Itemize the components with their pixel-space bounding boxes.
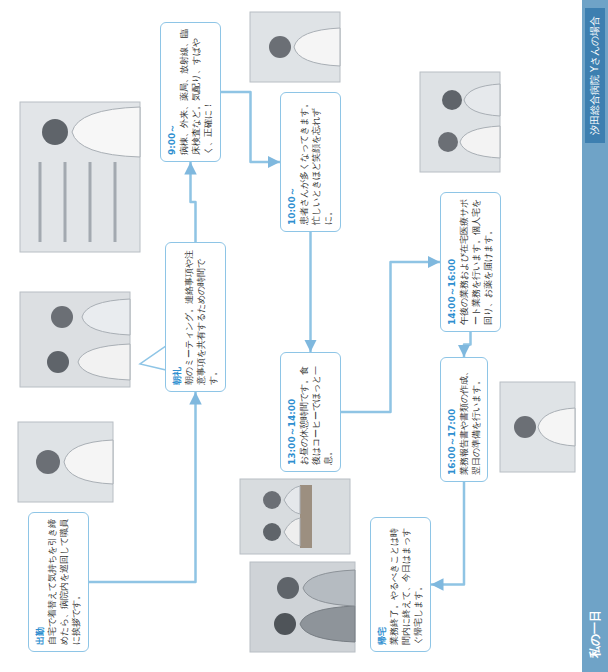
step-time: 朝礼 (171, 249, 183, 385)
step-box: 出勤自宅で着替えて気持ちを引き締めたら、病院内を巡回して職員に挨拶です。 (28, 512, 89, 652)
flow-arrow (464, 332, 471, 357)
flow-arrow (309, 232, 312, 352)
flow-arrow (191, 162, 196, 242)
page-title: 私の一日 (587, 610, 603, 658)
step-box: 13:00～14:00お昼の休憩時間です。食後はコーヒーでほっと一息。 (280, 352, 341, 472)
photo (20, 292, 130, 387)
step-text: 午後の業務および在宅医療サポート業務を行います。個人宅を回り、お薬を届けます。 (458, 199, 494, 325)
step-text: 病棟、外来、薬局、放射線、臨床検査など。気配り、すばやく、正確に！ (178, 29, 214, 155)
step-time: 13:00～14:00 (286, 359, 298, 465)
title-bar: 私の一日 汐田総合病院 Yさんの場合 (582, 0, 608, 672)
step-text: 自宅で着替えて気持ちを引き締めたら、病院内を巡回して職員に挨拶です。 (46, 519, 82, 645)
photo (18, 422, 113, 502)
step-time: 14:00～16:00 (446, 199, 458, 325)
photo (240, 479, 350, 554)
step-box: 14:00～16:00午後の業務および在宅医療サポート業務を行います。個人宅を回… (440, 192, 501, 332)
photo (420, 72, 500, 172)
step-box: 9:00～病棟、外来、薬局、放射線、臨床検査など。気配り、すばやく、正確に！ (160, 22, 221, 162)
hospital-label: 汐田総合病院 Yさんの場合 (585, 8, 605, 143)
photo (500, 382, 575, 472)
step-time: 出勤 (34, 519, 46, 645)
flow-arrow (89, 392, 196, 582)
step-box: 朝礼朝のミーティング。連絡事項や注意事項を共有するための時間です。 (165, 242, 226, 392)
step-box: 16:00～17:00業務報告書や書類の作成、翌日の準備を行います。 (440, 357, 488, 482)
step-time: 9:00～ (166, 29, 178, 155)
step-box: 10:00～患者さんが多くなってきます。忙しいときほど笑顔を忘れずに。 (280, 92, 341, 232)
flow-arrow (431, 482, 464, 585)
step-text: 朝のミーティング。連絡事項や注意事項を共有するための時間です。 (183, 249, 219, 385)
flow-arrow (341, 262, 440, 412)
speech-tail (140, 346, 166, 370)
flow-arrow (221, 92, 280, 162)
photo (250, 562, 355, 652)
photo (20, 102, 140, 252)
step-text: 患者さんが多くなってきます。忙しいときほど笑顔を忘れずに。 (298, 99, 334, 225)
step-text: 業務終了。やるべきことは時間内に終えて、今日はまっすぐ帰宅します。 (388, 524, 424, 645)
step-text: お昼の休憩時間です。食後はコーヒーでほっと一息。 (298, 359, 334, 465)
step-time: 帰宅 (376, 524, 388, 645)
step-text: 業務報告書や書類の作成、翌日の準備を行います。 (458, 364, 482, 475)
step-time: 16:00～17:00 (446, 364, 458, 475)
step-time: 10:00～ (286, 99, 298, 225)
photo (250, 12, 340, 82)
step-box: 帰宅業務終了。やるべきことは時間内に終えて、今日はまっすぐ帰宅します。 (370, 517, 431, 652)
